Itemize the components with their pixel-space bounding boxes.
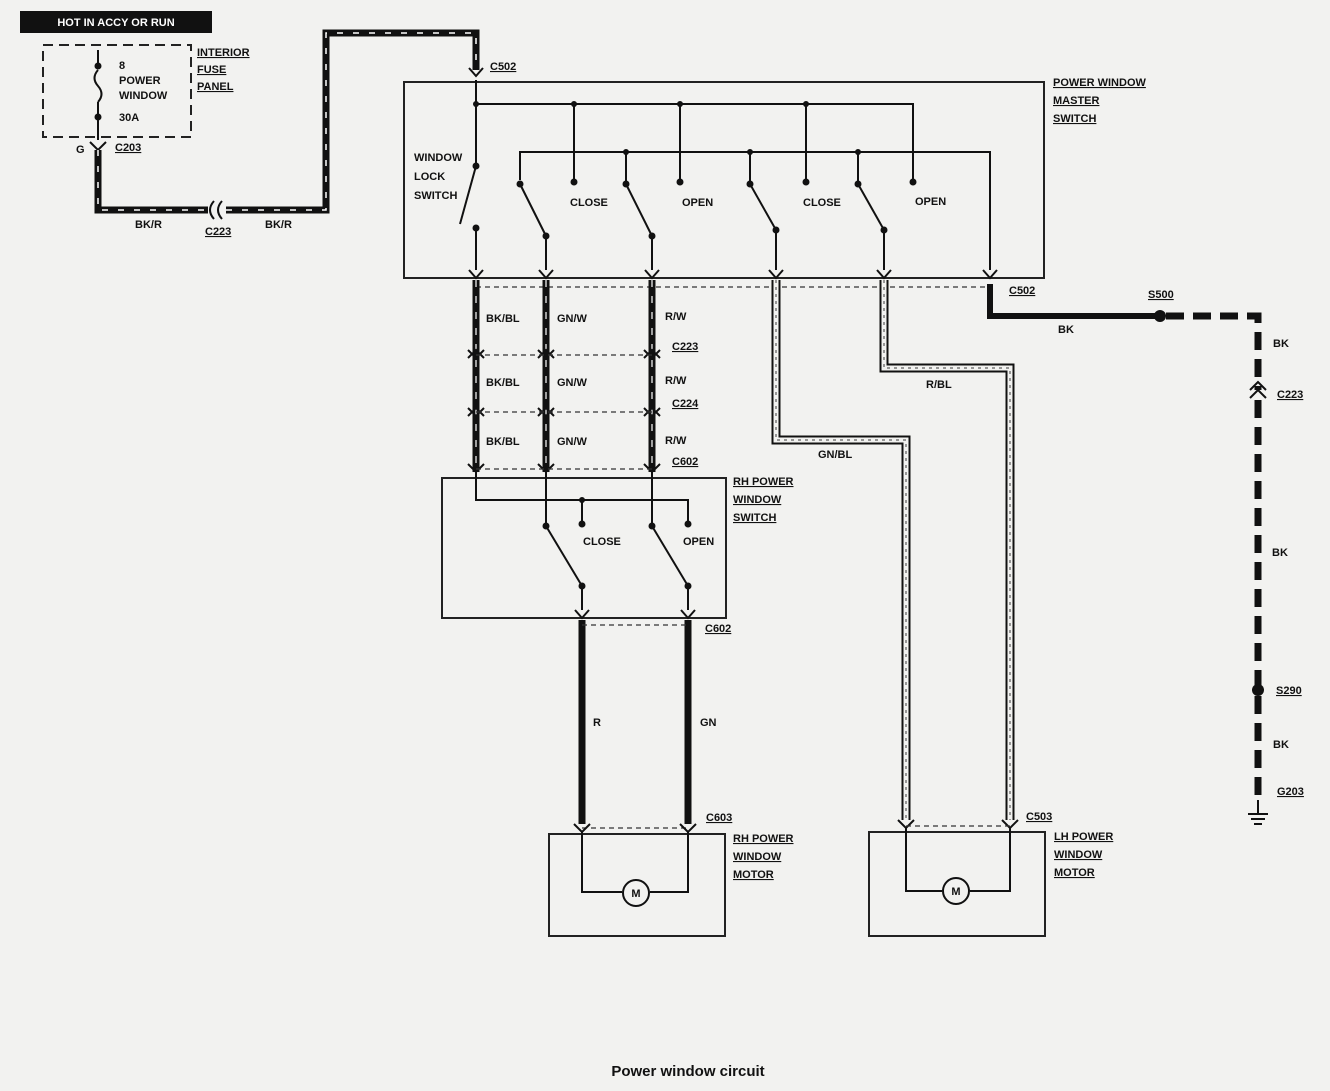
lh-motor-label-2: WINDOW xyxy=(1054,849,1103,861)
master-rh-open-label: OPEN xyxy=(682,197,713,209)
wire-bk-bl-label-1: BK/BL xyxy=(486,313,520,325)
fuse-name-line2: WINDOW xyxy=(119,90,168,102)
splice-s500-label: S500 xyxy=(1148,289,1174,301)
harness-rh-wires xyxy=(467,280,661,474)
ground-g-label: G xyxy=(76,144,85,156)
wire-r-w-label-2: R/W xyxy=(665,375,687,387)
fuse-panel-label-3: PANEL xyxy=(197,81,234,93)
rh-switch-label-2: WINDOW xyxy=(733,494,782,506)
wire-r-label: R xyxy=(593,717,601,729)
master-switch-box xyxy=(403,81,1045,279)
rh-switch-label-3: SWITCH xyxy=(733,512,776,524)
rh-switch-label-1: RH POWER xyxy=(733,476,794,488)
rh-switch-internal-wiring xyxy=(475,472,696,620)
master-lh-close-label: CLOSE xyxy=(803,197,841,209)
master-rh-close-label: CLOSE xyxy=(570,197,608,209)
master-switch-label-2: MASTER xyxy=(1053,95,1100,107)
wire-gn-w-label-1: GN/W xyxy=(557,313,588,325)
fuse-icon xyxy=(93,50,103,140)
ground-g203-label: G203 xyxy=(1277,786,1304,798)
window-lock-label-3: SWITCH xyxy=(414,190,457,202)
wire-gn-w-label-3: GN/W xyxy=(557,436,588,448)
power-source-label: HOT IN ACCY OR RUN xyxy=(57,17,174,29)
wire-r-bl-label: R/BL xyxy=(926,379,952,391)
master-switch-label-3: SWITCH xyxy=(1053,113,1096,125)
diagram-caption: Power window circuit xyxy=(611,1063,764,1080)
lh-motor-icon xyxy=(905,828,1011,905)
rh-motor-box xyxy=(548,833,726,937)
rh-switch-box xyxy=(441,477,727,619)
wire-bk-r-label-1: BK/R xyxy=(135,219,162,231)
fuse-panel-box xyxy=(42,44,192,138)
connector-c223-right-label: C223 xyxy=(1277,389,1303,401)
ground-icon xyxy=(1248,813,1268,825)
wire-gn-w-label-2: GN/W xyxy=(557,377,588,389)
rh-motor-label-3: MOTOR xyxy=(733,869,774,881)
wire-r-w-label-1: R/W xyxy=(665,311,687,323)
fuse-panel-label-2: FUSE xyxy=(197,64,226,76)
wire-bk-bl-label-2: BK/BL xyxy=(486,377,520,389)
wire-bk-bl-label-3: BK/BL xyxy=(486,436,520,448)
wire-gn-label: GN xyxy=(700,717,717,729)
connector-c502-bottom-icons xyxy=(468,269,998,288)
connector-c603-label: C603 xyxy=(706,812,732,824)
connector-c224-label: C224 xyxy=(672,398,699,410)
connector-c223-top-label: C223 xyxy=(205,226,231,238)
connector-c602-top-label: C602 xyxy=(672,456,698,468)
connector-c502-bottom-label: C502 xyxy=(1009,285,1035,297)
fuse-name-line1: POWER xyxy=(119,75,161,87)
fuse-rating: 30A xyxy=(119,112,139,124)
master-switch-label-1: POWER WINDOW xyxy=(1053,77,1146,89)
wire-bk-r xyxy=(94,29,480,220)
connector-c203-label: C203 xyxy=(115,142,141,154)
wire-bk-r-label-2: BK/R xyxy=(265,219,292,231)
wire-gn-bl-r-bl-lh-motor xyxy=(771,280,1019,830)
rh-motor-icon xyxy=(581,832,689,907)
connector-c503-label: C503 xyxy=(1026,811,1052,823)
master-lh-open-label: OPEN xyxy=(915,196,946,208)
connector-c203-icon xyxy=(89,141,107,152)
rh-motor-symbol: M xyxy=(631,888,640,900)
fuse-panel-label-1: INTERIOR xyxy=(197,47,250,59)
power-source-banner xyxy=(20,11,212,33)
wire-bk-ground xyxy=(987,284,1267,814)
wire-bk-label-3: BK xyxy=(1272,547,1288,559)
lh-motor-label-3: MOTOR xyxy=(1054,867,1095,879)
wire-bk-label-4: BK xyxy=(1273,739,1289,751)
lh-motor-label-1: LH POWER xyxy=(1054,831,1113,843)
rh-motor-label-2: WINDOW xyxy=(733,851,782,863)
lh-motor-box xyxy=(868,831,1046,937)
connector-c502-top-icon xyxy=(468,67,484,78)
connector-c223-mid-label: C223 xyxy=(672,341,698,353)
wire-gn-bl-label: GN/BL xyxy=(818,449,853,461)
splice-s290-label: S290 xyxy=(1276,685,1302,697)
window-lock-label-2: LOCK xyxy=(414,171,445,183)
rh-motor-label-1: RH POWER xyxy=(733,833,794,845)
wire-r-w-label-3: R/W xyxy=(665,435,687,447)
lh-motor-symbol: M xyxy=(951,886,960,898)
wire-bk-label-2: BK xyxy=(1273,338,1289,350)
wire-bk-label-1: BK xyxy=(1058,324,1074,336)
rh-switch-close-label: CLOSE xyxy=(583,536,621,548)
rh-switch-open-label: OPEN xyxy=(683,536,714,548)
window-lock-label-1: WINDOW xyxy=(414,152,463,164)
fuse-number: 8 xyxy=(119,60,125,72)
master-switch-internal-wiring xyxy=(459,80,991,270)
connector-c502-top-label: C502 xyxy=(490,61,516,73)
connector-c602-bottom-label: C602 xyxy=(705,623,731,635)
